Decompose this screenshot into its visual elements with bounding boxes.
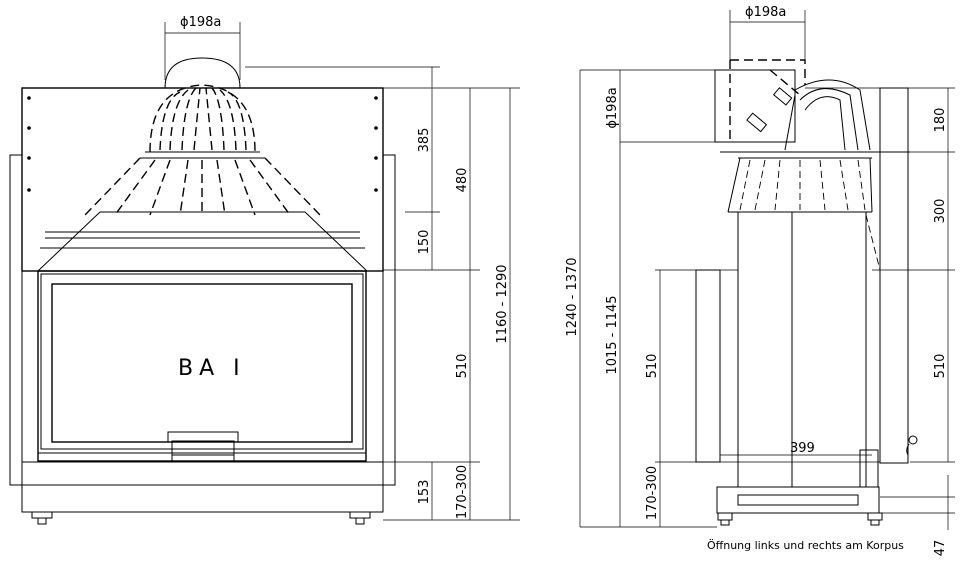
- base: [21, 461, 384, 513]
- dim-300: 300: [933, 199, 948, 224]
- dim-480: 480: [455, 168, 470, 193]
- front-flue-diameter: ϕ198a: [180, 15, 221, 30]
- opening-note: Öffnung links und rechts am Korpus: [707, 539, 904, 552]
- hood-screws: [27, 96, 378, 192]
- side-flue-diameter-top: ϕ198a: [745, 5, 786, 20]
- front-view: BA I ϕ198a 385 480 150 510 153 170: [9, 15, 520, 525]
- dim-1240-1370: 1240 - 1370: [565, 257, 580, 336]
- left-wing: [9, 154, 23, 486]
- dim-510: 510: [455, 354, 470, 379]
- right-wing: [382, 154, 396, 486]
- dim-510-right: 510: [933, 354, 948, 379]
- dim-510-left: 510: [645, 354, 660, 379]
- door-frame: [37, 270, 367, 462]
- dim-170-300: 170-300: [455, 465, 470, 519]
- model-label: BA I: [178, 356, 246, 381]
- dim-1015-1145: 1015 - 1145: [605, 295, 620, 374]
- rear-plate: [879, 87, 909, 464]
- door-handle: [167, 431, 239, 443]
- dim-47: 47: [933, 540, 948, 557]
- dim-150: 150: [417, 230, 432, 255]
- feet: [31, 511, 371, 525]
- dim-153: 153: [417, 480, 432, 505]
- flue-collar: [714, 69, 796, 143]
- side-base: [716, 486, 880, 514]
- dim-399: 399: [790, 441, 815, 456]
- dim-170-300-side: 170-300: [645, 466, 660, 520]
- dim-385: 385: [417, 128, 432, 153]
- side-flue-diameter-side: ϕ198a: [605, 87, 620, 128]
- dim-180: 180: [933, 108, 948, 133]
- side-view: ϕ198a: [565, 5, 955, 556]
- dim-1160-1290: 1160 - 1290: [495, 264, 510, 343]
